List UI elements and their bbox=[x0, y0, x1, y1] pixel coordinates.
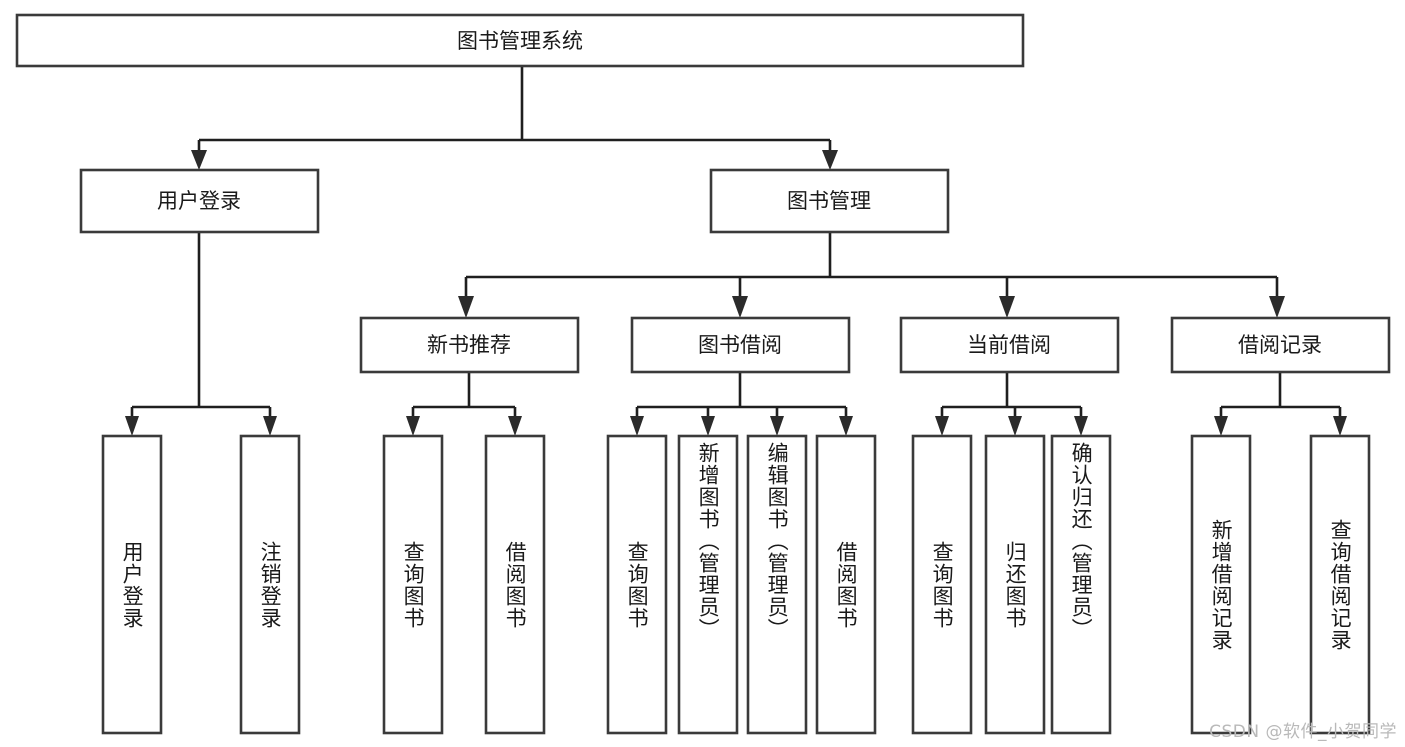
node-borrow-record-box[interactable] bbox=[1170, 316, 1391, 374]
node-root-box[interactable] bbox=[15, 13, 1025, 68]
leaf-box-borrow-book-bor[interactable] bbox=[815, 434, 877, 735]
leaf-box-query-book-bor[interactable] bbox=[606, 434, 668, 735]
arrow-head-icon bbox=[191, 150, 207, 170]
node-user-login-label: 用户登录 bbox=[157, 189, 241, 213]
arrow-head-icon bbox=[1333, 416, 1347, 436]
node-book-borrow-box[interactable] bbox=[630, 316, 851, 374]
arrow-head-icon bbox=[701, 416, 715, 436]
arrow-head-icon bbox=[263, 416, 277, 436]
arrow-head-icon bbox=[1074, 416, 1088, 436]
arrow-head-icon bbox=[630, 416, 644, 436]
node-user-login-box[interactable] bbox=[79, 168, 320, 234]
leaf-box-borrow-book-rec[interactable] bbox=[484, 434, 546, 735]
connector-newbookrec-to-leaves bbox=[406, 372, 522, 436]
arrow-head-icon bbox=[1269, 296, 1285, 318]
connector-bookborrow-to-leaves bbox=[630, 372, 853, 436]
arrow-head-icon bbox=[822, 150, 838, 170]
leaf-box-add-book[interactable] bbox=[677, 434, 739, 735]
connector-bookmanage-to-level3 bbox=[458, 232, 1285, 318]
leaf-box-edit-book[interactable] bbox=[746, 434, 808, 735]
arrow-head-icon bbox=[999, 296, 1015, 318]
arrow-head-icon bbox=[406, 416, 420, 436]
leaf-box-query-book-rec[interactable] bbox=[382, 434, 444, 735]
arrow-head-icon bbox=[732, 296, 748, 318]
connector-userlogin-to-leaves bbox=[125, 232, 277, 436]
connector-root-to-level2 bbox=[191, 66, 838, 170]
leaf-box-query-book-cur[interactable] bbox=[911, 434, 973, 735]
arrow-head-icon bbox=[1214, 416, 1228, 436]
node-book-manage-label: 图书管理 bbox=[787, 189, 871, 213]
node-new-book-rec-label: 新书推荐 bbox=[427, 333, 511, 357]
node-current-borrow-label: 当前借阅 bbox=[967, 333, 1051, 357]
leaf-box-query-record[interactable] bbox=[1309, 434, 1371, 735]
leaf-box-confirm-return[interactable] bbox=[1050, 434, 1112, 735]
node-book-manage[interactable]: 图书管理 bbox=[709, 168, 950, 234]
node-current-borrow-box[interactable] bbox=[899, 316, 1120, 374]
arrow-head-icon bbox=[458, 296, 474, 318]
leaf-box-user-login[interactable] bbox=[101, 434, 163, 735]
arrow-head-icon bbox=[1008, 416, 1022, 436]
connector-currentborrow-to-leaves bbox=[935, 372, 1088, 436]
arrow-head-icon bbox=[125, 416, 139, 436]
node-user-login[interactable]: 用户登录 bbox=[79, 168, 320, 234]
node-current-borrow[interactable]: 当前借阅 bbox=[899, 316, 1120, 374]
node-new-book-rec[interactable]: 新书推荐 bbox=[359, 316, 580, 374]
node-root-label: 图书管理系统 bbox=[457, 29, 583, 53]
node-borrow-record[interactable]: 借阅记录 bbox=[1170, 316, 1391, 374]
arrow-head-icon bbox=[770, 416, 784, 436]
node-book-borrow-label: 图书借阅 bbox=[698, 333, 782, 357]
node-new-book-rec-box[interactable] bbox=[359, 316, 580, 374]
node-book-manage-box[interactable] bbox=[709, 168, 950, 234]
arrow-head-icon bbox=[839, 416, 853, 436]
csdn-watermark: CSDN @软件_小贺同学 bbox=[1209, 722, 1397, 742]
node-root[interactable]: 图书管理系统 bbox=[15, 13, 1025, 68]
leaf-box-add-record[interactable] bbox=[1190, 434, 1252, 735]
leaf-box-return-book[interactable] bbox=[984, 434, 1046, 735]
arrow-head-icon bbox=[935, 416, 949, 436]
node-book-borrow[interactable]: 图书借阅 bbox=[630, 316, 851, 374]
arrow-head-icon bbox=[508, 416, 522, 436]
leaf-box-logout-login[interactable] bbox=[239, 434, 301, 735]
connector-borrowrecord-to-leaves bbox=[1214, 372, 1347, 436]
node-borrow-record-label: 借阅记录 bbox=[1238, 333, 1322, 357]
